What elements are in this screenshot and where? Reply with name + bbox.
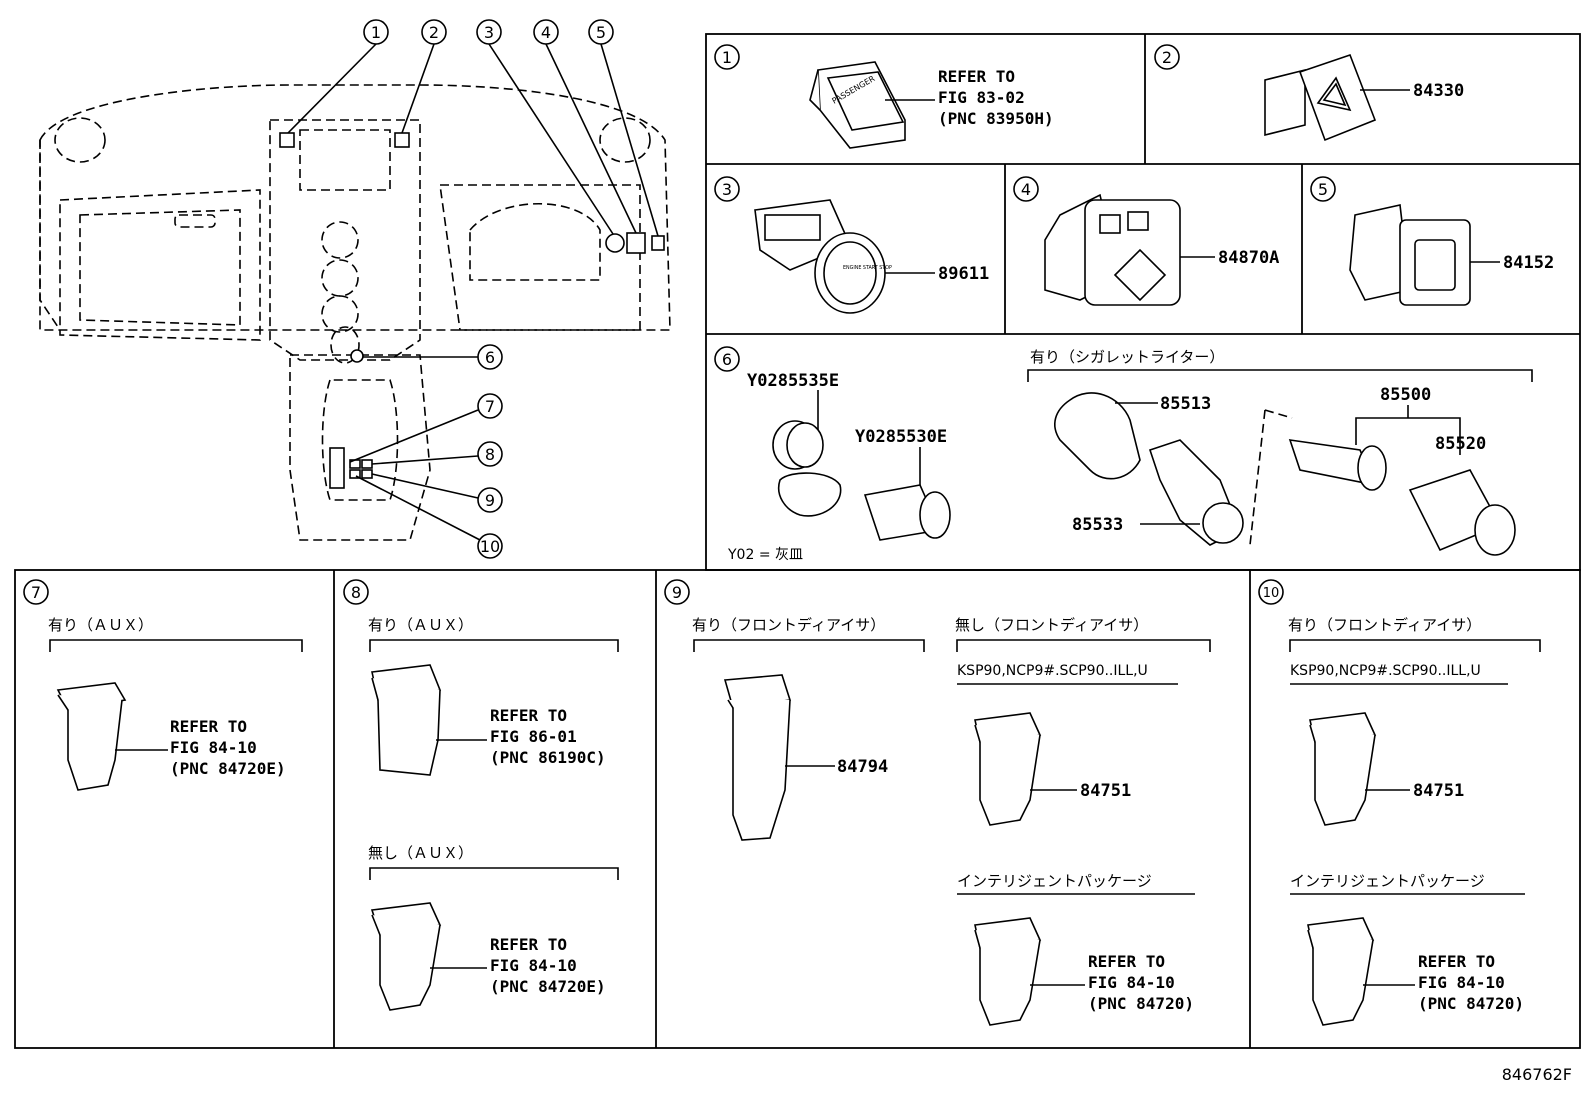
caption-deicer-no: 無し（フロントディアイサ） — [955, 616, 1148, 634]
svg-text:3: 3 — [722, 180, 732, 199]
panel-1: 1 PASSENGER REFER TO FIG 83-02 (PNC 8395… — [714, 44, 1054, 149]
callout-2: 2 — [429, 23, 439, 42]
callout-7: 7 — [485, 397, 495, 416]
panel7-refer-3: (PNC 84720E) — [170, 759, 286, 778]
callout-1: 1 — [371, 23, 381, 42]
panel-6: 6 Y0285535E Y0285530E Y02 = 灰皿 有り（シガレットラ… — [714, 346, 1533, 563]
part-85500: 85500 — [1380, 385, 1431, 405]
panel-8: 8 有り（ＡＵＸ） REFER TO FIG 86-01 (PNC 86190C… — [343, 579, 619, 1011]
part-85520: 85520 — [1435, 434, 1486, 454]
svg-text:2: 2 — [1162, 48, 1172, 67]
panel-7: 7 有り（ＡＵＸ） REFER TO FIG 84-10 (PNC 84720E… — [23, 579, 303, 791]
panel8-refer-top-2: FIG 86-01 — [490, 727, 577, 746]
callout-10: 10 — [480, 537, 500, 556]
svg-text:10: 10 — [1263, 586, 1280, 601]
panel9-refer-3: (PNC 84720) — [1088, 994, 1194, 1013]
bottom-grid — [14, 569, 1581, 1049]
part-84794: 84794 — [837, 757, 888, 777]
part-84751-a: 84751 — [1080, 781, 1131, 801]
dashboard-overview — [39, 84, 671, 541]
start-button-text: ENGINE START STOP — [843, 265, 892, 271]
caption-cigarette-lighter: 有り（シガレットライター） — [1030, 348, 1224, 366]
panel1-refer-line2: FIG 83-02 — [938, 88, 1025, 107]
models-10: KSP90,NCP9#.SCP90..ILL,U — [1290, 663, 1481, 679]
panel8-refer-bottom-3: (PNC 84720E) — [490, 977, 606, 996]
svg-text:4: 4 — [1021, 180, 1031, 199]
svg-text:5: 5 — [1318, 180, 1328, 199]
panel10-refer-3: (PNC 84720) — [1418, 994, 1524, 1013]
panel10-refer-2: FIG 84-10 — [1418, 973, 1505, 992]
part-84870A: 84870A — [1218, 248, 1279, 268]
overview-callouts: 1 2 3 4 5 6 7 8 9 10 — [287, 19, 659, 559]
caption-intelligent-package-10: インテリジェントパッケージ — [1290, 872, 1485, 890]
part-84152: 84152 — [1503, 253, 1554, 273]
part-85513: 85513 — [1160, 394, 1211, 414]
panel9-refer-2: FIG 84-10 — [1088, 973, 1175, 992]
models-9: KSP90,NCP9#.SCP90..ILL,U — [957, 663, 1148, 679]
panel-5: 5 84152 — [1310, 176, 1554, 306]
callout-6: 6 — [485, 348, 495, 367]
panel8-refer-top-3: (PNC 86190C) — [490, 748, 606, 767]
svg-text:8: 8 — [351, 583, 361, 602]
panel7-refer-1: REFER TO — [170, 717, 247, 736]
part-Y0285530E: Y0285530E — [855, 427, 947, 447]
caption-intelligent-package-9: インテリジェントパッケージ — [957, 872, 1152, 890]
caption-aux: 有り（ＡＵＸ） — [48, 616, 153, 634]
caption-deicer-yes-10: 有り（フロントディアイサ） — [1288, 616, 1481, 634]
panel-3: 3 ENGINE START STOP 89611 — [714, 176, 989, 314]
callout-4: 4 — [541, 23, 551, 42]
panel8-refer-top-1: REFER TO — [490, 706, 567, 725]
panel10-refer-1: REFER TO — [1418, 952, 1495, 971]
panel-9: 9 有り（フロントディアイサ） 84794 無し（フロントディアイサ） KSP9… — [664, 579, 1211, 1026]
caption-deicer-yes: 有り（フロントディアイサ） — [692, 616, 885, 634]
part-85533: 85533 — [1072, 515, 1123, 535]
part-84330: 84330 — [1413, 81, 1464, 101]
callout-3: 3 — [484, 23, 494, 42]
callout-8: 8 — [485, 445, 495, 464]
caption-aux-no: 無し（ＡＵＸ） — [368, 844, 473, 862]
panel8-refer-bottom-2: FIG 84-10 — [490, 956, 577, 975]
panel-4: 4 84870A — [1013, 176, 1279, 306]
panel1-refer-line3: (PNC 83950H) — [938, 109, 1054, 128]
note-y02: Y02 = 灰皿 — [727, 547, 803, 563]
panel1-refer-line1: REFER TO — [938, 67, 1015, 86]
callout-5: 5 — [596, 23, 606, 42]
panel7-refer-2: FIG 84-10 — [170, 738, 257, 757]
part-89611: 89611 — [938, 264, 989, 284]
svg-text:6: 6 — [722, 350, 732, 369]
panel8-refer-bottom-1: REFER TO — [490, 935, 567, 954]
diagram-id: 846762F — [1502, 1065, 1572, 1084]
part-84751-b: 84751 — [1413, 781, 1464, 801]
part-Y0285535E: Y0285535E — [747, 371, 839, 391]
svg-text:7: 7 — [31, 583, 41, 602]
svg-text:9: 9 — [672, 583, 682, 602]
callout-9: 9 — [485, 491, 495, 510]
panel-10: 10 有り（フロントディアイサ） KSP90,NCP9#.SCP90..ILL,… — [1258, 579, 1541, 1026]
panel9-refer-1: REFER TO — [1088, 952, 1165, 971]
caption-aux-yes: 有り（ＡＵＸ） — [368, 616, 473, 634]
svg-text:1: 1 — [722, 48, 732, 67]
panel-2: 2 84330 — [1154, 44, 1464, 142]
